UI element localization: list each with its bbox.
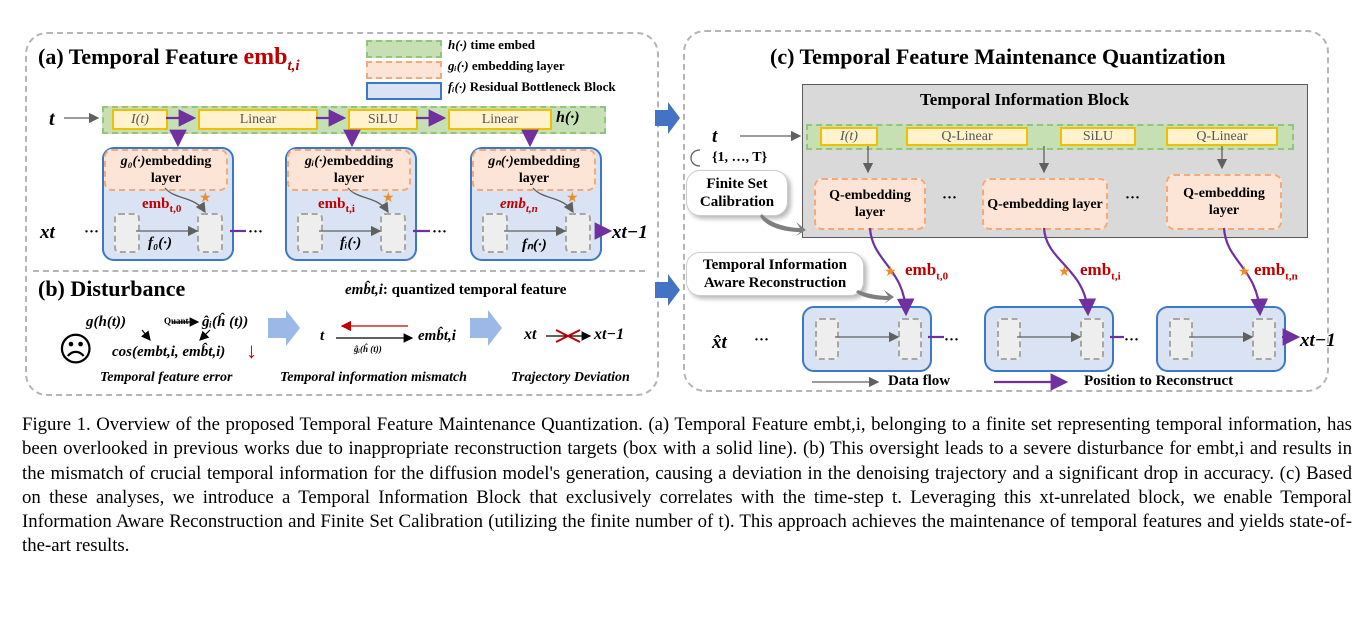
svg-text:★: ★ (566, 190, 579, 206)
tiar-label: Temporal Information Aware Reconstructio… (686, 252, 864, 296)
chain-a-3: Linear (448, 109, 552, 130)
panel-b-title: (b) Disturbance (38, 276, 186, 301)
svg-text:★: ★ (199, 190, 212, 206)
panel-c-title: (c) Temporal Feature Maintenance Quantiz… (770, 44, 1226, 69)
figure-caption: Figure 1. Overview of the proposed Tempo… (22, 414, 1352, 557)
x-in-c: x̂t (712, 332, 727, 353)
x-in-a: xt (40, 222, 55, 243)
svg-text:★: ★ (884, 264, 897, 280)
t-input-c: t (712, 126, 718, 147)
finite-set-calibration: Finite Set Calibration (686, 170, 788, 216)
svg-text:★: ★ (1058, 264, 1071, 280)
svg-text:★: ★ (1238, 264, 1251, 280)
quant-note: emb̂t,i: quantized temporal feature (345, 282, 567, 298)
x-out-c: xt−1 (1300, 330, 1336, 351)
g-layer-a-1: gᵢ(·)embedding layer (287, 149, 411, 191)
chain-a-0: I(t) (112, 109, 168, 130)
g-layer-a-2: gₙ(·)embedding layer (472, 149, 596, 191)
panel-ab (25, 32, 659, 396)
x-out-a: xt−1 (612, 222, 648, 243)
t-input-a: t (49, 108, 55, 130)
h-label: h(·) (556, 109, 580, 126)
g-layer-a-0: g₀(·)embedding layer (104, 149, 228, 191)
sad-face-icon: ☹ (58, 332, 94, 369)
chain-a-1: Linear (198, 109, 318, 130)
q-emb-0: Q-embedding layer (814, 178, 926, 230)
panel-c (683, 30, 1329, 392)
panel-a-title: (a) Temporal Feature embt,i (38, 44, 300, 74)
chain-a-2: SiLU (348, 109, 418, 130)
svg-text:★: ★ (382, 190, 395, 206)
